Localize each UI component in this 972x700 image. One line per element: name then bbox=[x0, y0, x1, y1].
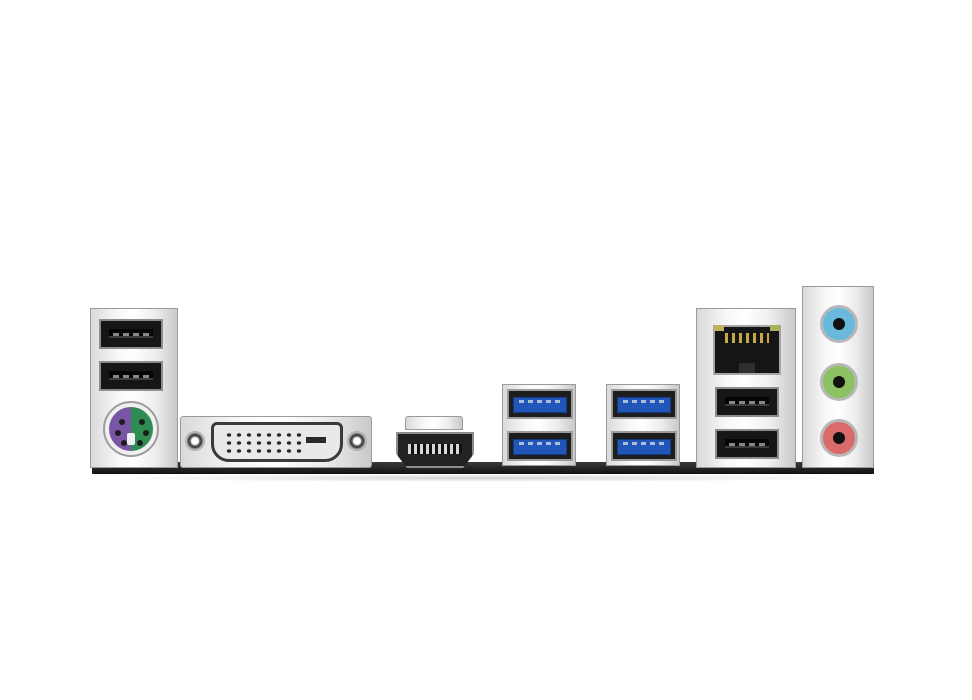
dvi-screw-right bbox=[347, 431, 367, 451]
panel-shadow bbox=[92, 474, 874, 482]
usb3-stack-right bbox=[606, 384, 680, 466]
usb3-pins bbox=[519, 400, 561, 403]
rj45-port-icon bbox=[713, 325, 781, 375]
usb-a-port-icon bbox=[715, 429, 779, 459]
audio-jack-icon bbox=[820, 419, 858, 457]
audio-jack-block bbox=[802, 286, 874, 468]
usb3-pins bbox=[623, 400, 665, 403]
hdmi-contacts bbox=[408, 444, 462, 454]
usb-pins bbox=[729, 443, 765, 446]
dvi-port-icon bbox=[211, 422, 343, 462]
dvi-pin-grid bbox=[224, 431, 304, 455]
ps2-pin bbox=[119, 419, 125, 425]
usb3-port-icon bbox=[507, 389, 573, 419]
hdmi-shield-tab bbox=[405, 416, 463, 430]
usb3-stack-left bbox=[502, 384, 576, 466]
dvi-screw-left bbox=[185, 431, 205, 451]
lan-led-right bbox=[770, 325, 780, 331]
hdmi-port-icon bbox=[396, 432, 474, 468]
usb3-port-icon bbox=[611, 431, 677, 461]
ps2-pin bbox=[115, 430, 121, 436]
lan-led-left bbox=[714, 325, 724, 331]
dvi-port bbox=[180, 416, 372, 468]
usb3-pins bbox=[519, 442, 561, 445]
rj45-contacts bbox=[725, 333, 769, 343]
lan-usb-block bbox=[696, 308, 796, 468]
usb-pins bbox=[113, 375, 149, 378]
ps2-port-icon bbox=[103, 401, 159, 457]
usb3-port-icon bbox=[507, 431, 573, 461]
ps2-pin bbox=[137, 440, 143, 446]
usb-ps2-combo bbox=[90, 308, 178, 468]
jack-core bbox=[833, 318, 845, 330]
ps2-pin bbox=[139, 419, 145, 425]
jack-core bbox=[833, 376, 845, 388]
usb-a-port-top bbox=[99, 319, 163, 349]
usb-a-port-bottom bbox=[99, 361, 163, 391]
ps2-key bbox=[127, 433, 135, 445]
dvi-blade bbox=[306, 437, 326, 443]
usb-a-port-icon bbox=[715, 387, 779, 417]
usb-pins bbox=[729, 401, 765, 404]
audio-jack-icon bbox=[820, 305, 858, 343]
jack-core bbox=[833, 432, 845, 444]
usb3-port-icon bbox=[611, 389, 677, 419]
ps2-mouse-half bbox=[131, 407, 153, 451]
ps2-pin bbox=[143, 430, 149, 436]
usb-pins bbox=[113, 333, 149, 336]
audio-jack-icon bbox=[820, 363, 858, 401]
ps2-pin bbox=[121, 440, 127, 446]
usb3-pins bbox=[623, 442, 665, 445]
rj45-latch bbox=[739, 363, 755, 373]
